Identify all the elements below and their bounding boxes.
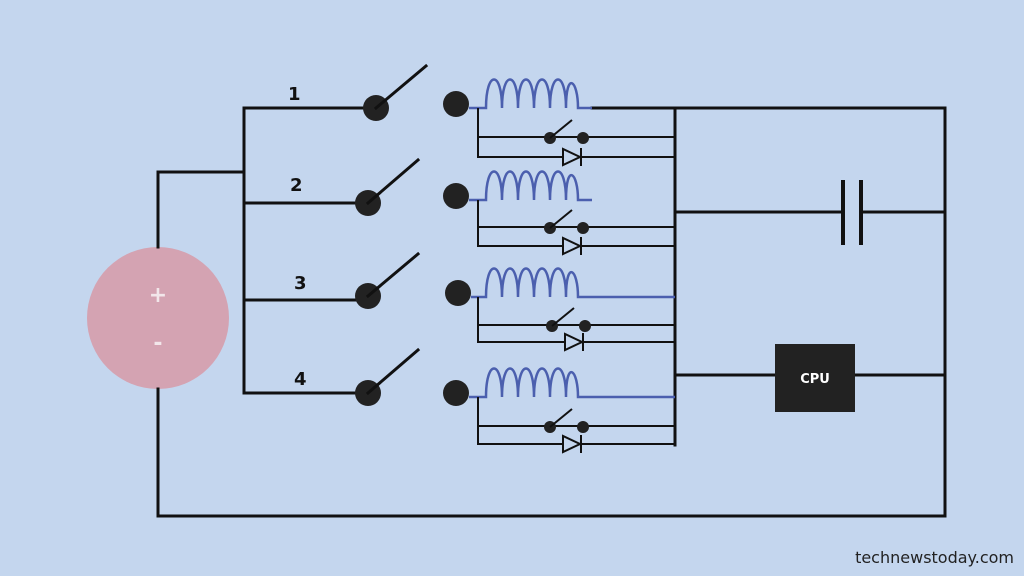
sub-switch-contact: [577, 132, 589, 144]
switch-3-contact: [445, 280, 471, 306]
sub-switch-contact: [577, 222, 589, 234]
switch-1-contact: [443, 91, 469, 117]
switch-4-label: 4: [294, 369, 307, 390]
branch-4-lower-wire: [477, 397, 675, 445]
switch-3-lever: [365, 251, 421, 299]
switch-4-contact: [443, 380, 469, 406]
capacitor-icon: [841, 180, 863, 245]
switch-1-label: 1: [288, 84, 301, 105]
wiring: [156, 106, 947, 518]
branch-3: 3: [242, 251, 675, 352]
sub-switch-lever: [549, 119, 573, 139]
sub-switch-lever: [551, 307, 575, 327]
diode-icon: [564, 332, 585, 352]
branch-1-lower-wire: [477, 108, 675, 158]
battery-icon: [87, 247, 229, 389]
diode-icon: [562, 434, 583, 454]
switch-2-contact: [443, 183, 469, 209]
battery: + -: [87, 247, 229, 389]
watermark: technewstoday.com: [855, 548, 1014, 567]
sub-switch-lever: [549, 408, 573, 428]
switch-4-lever: [365, 347, 421, 396]
sub-switch-lever: [549, 209, 573, 229]
coil-icon: [469, 170, 592, 202]
switch-1-lever: [373, 63, 429, 111]
sub-switch-contact: [579, 320, 591, 332]
coil-icon: [469, 78, 592, 110]
cpu-label: CPU: [800, 372, 830, 387]
battery-minus-label: -: [153, 331, 162, 356]
diode-icon: [562, 147, 583, 167]
switch-2-lever: [365, 157, 421, 206]
cpu-block: CPU: [775, 344, 855, 412]
branch-1: 1: [242, 63, 675, 167]
branch-2: 2: [242, 157, 675, 256]
diode-icon: [562, 236, 583, 256]
branch-2-lower-wire: [477, 200, 675, 247]
battery-plus-label: +: [149, 283, 167, 308]
coil-icon: [469, 367, 675, 399]
switch-2-label: 2: [290, 175, 303, 196]
cpu-box: [775, 344, 855, 412]
battery-negative-wire: [156, 106, 947, 518]
coil-icon: [471, 267, 675, 299]
branch-3-lower-wire: [477, 297, 675, 343]
switch-3-label: 3: [294, 273, 307, 294]
branch-4: 4: [242, 347, 675, 454]
battery-positive-wire: [156, 170, 246, 249]
sub-switch-contact: [577, 421, 589, 433]
